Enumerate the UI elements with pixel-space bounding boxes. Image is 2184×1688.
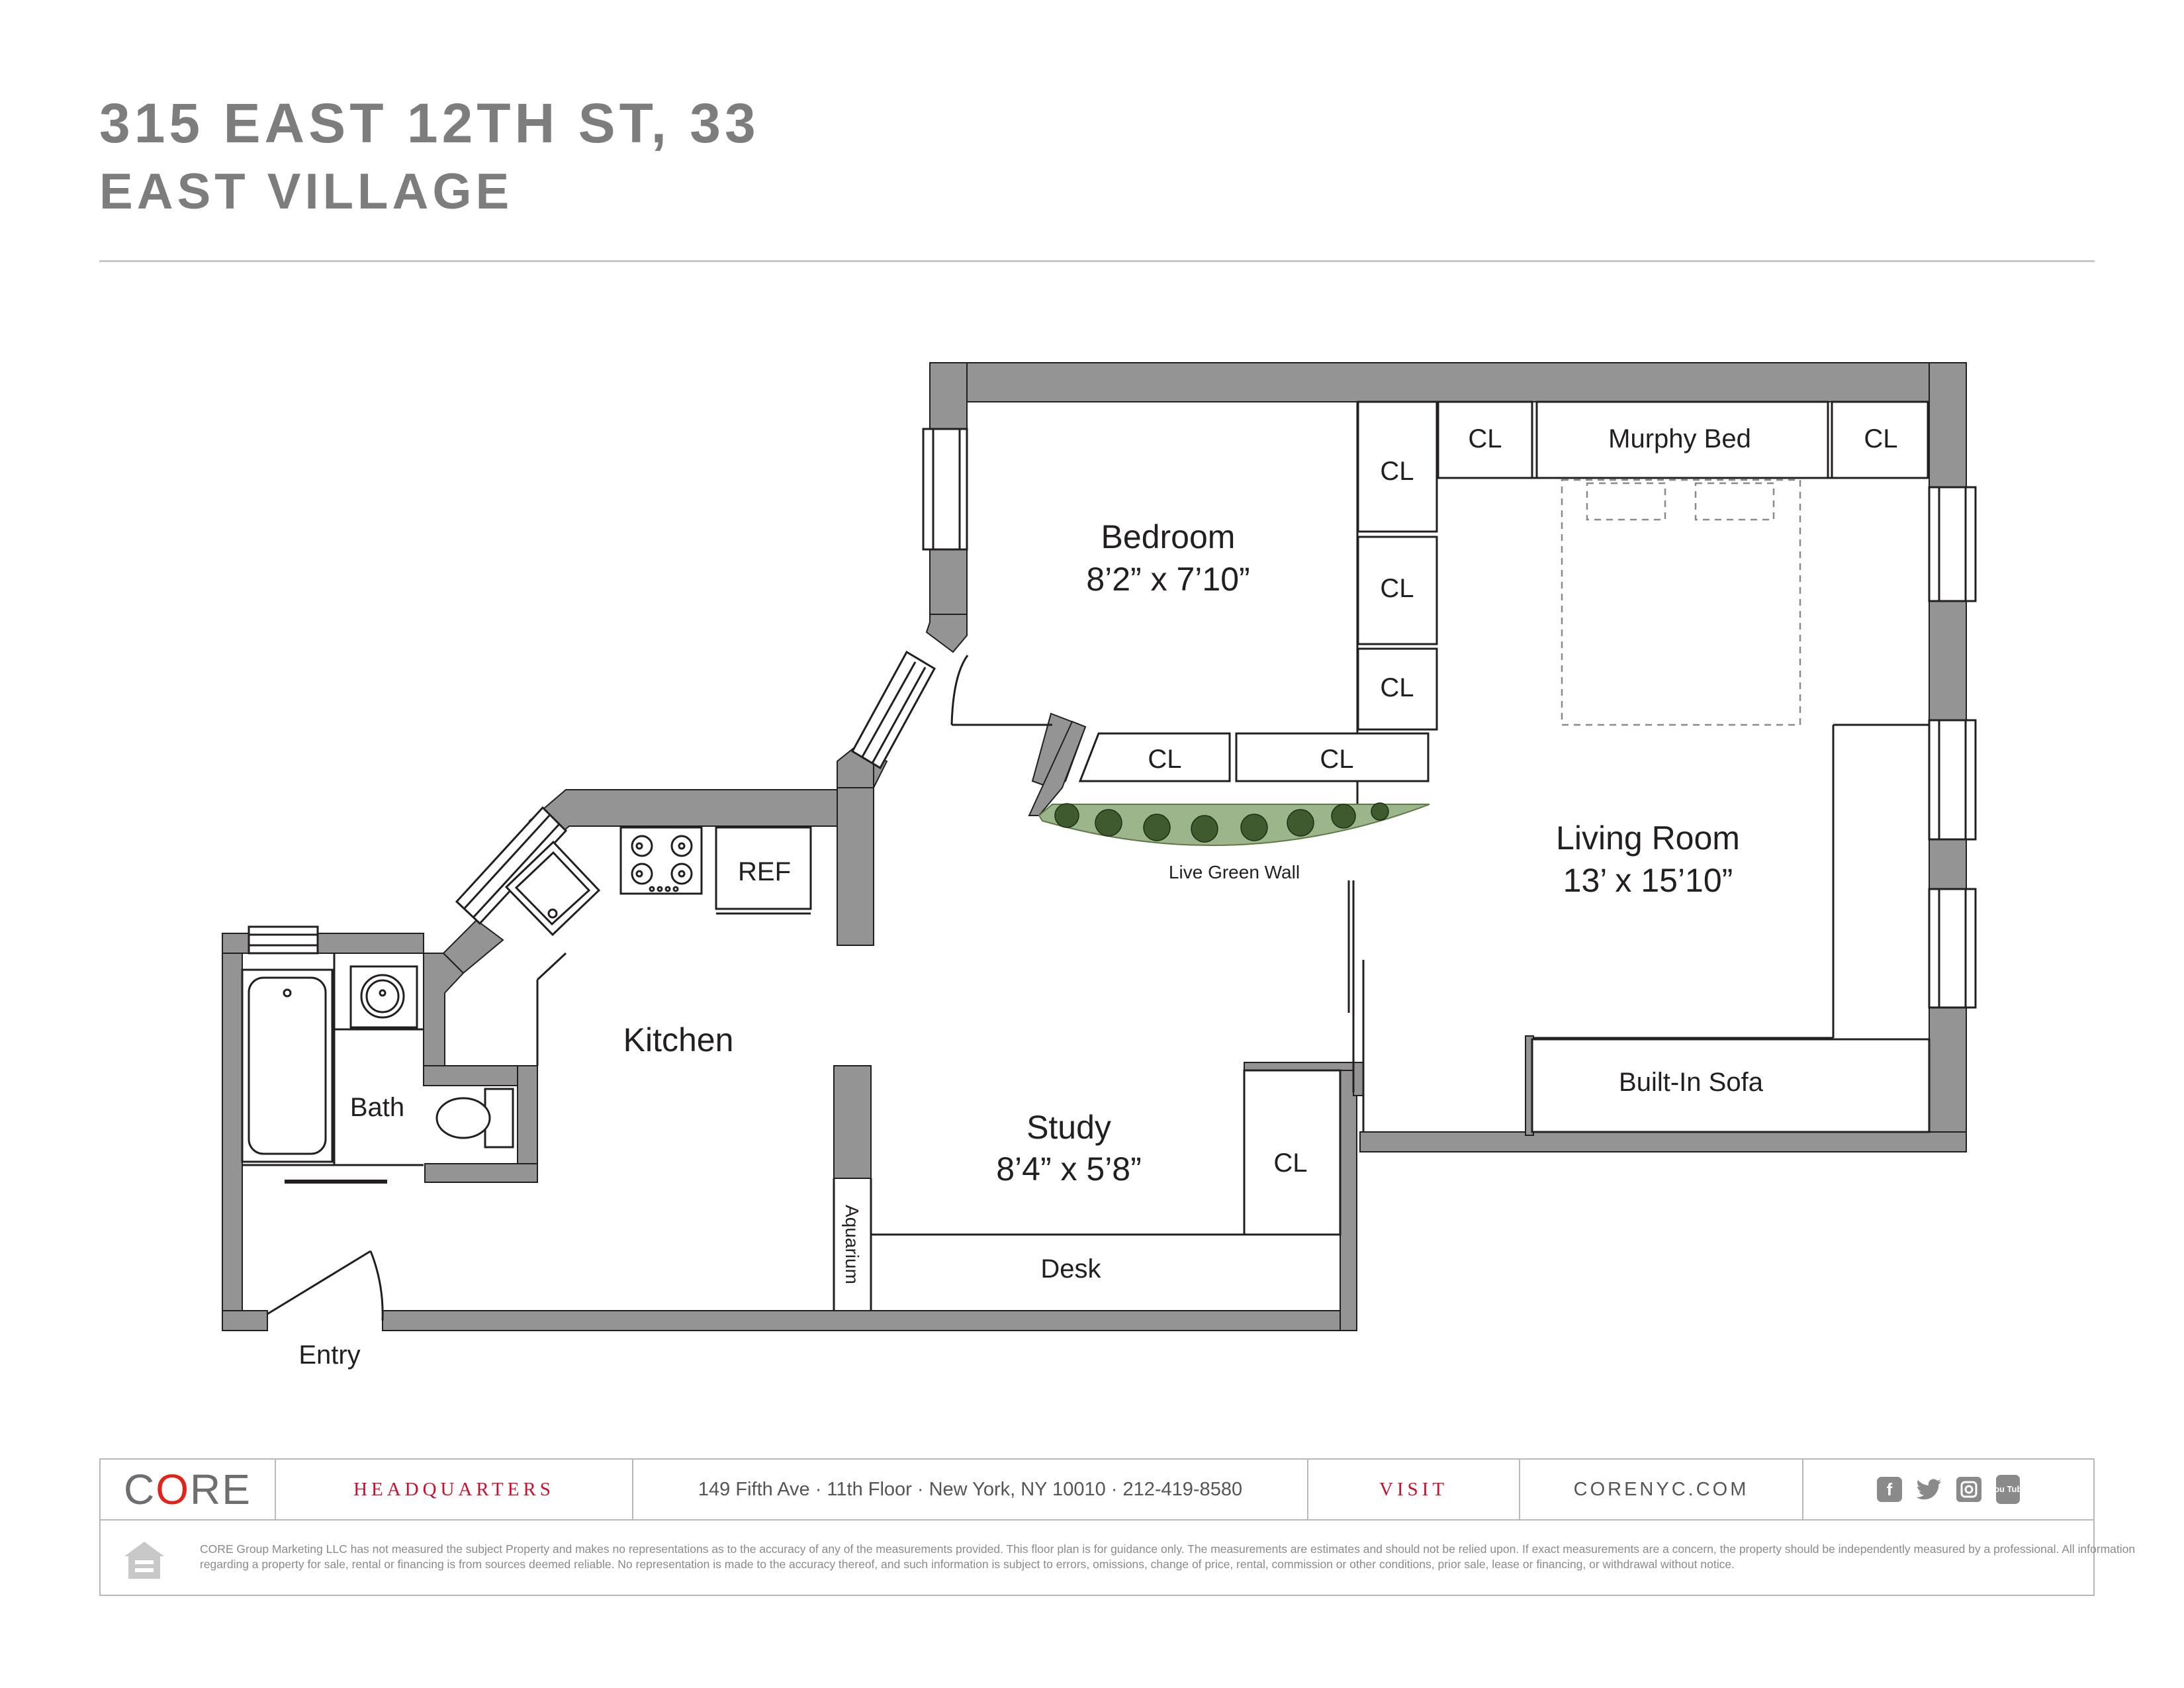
toilet (435, 1088, 514, 1149)
bath-name: Bath (350, 1093, 404, 1122)
murphy-bed-label: Murphy Bed (1608, 424, 1751, 453)
bedroom-dims: 8’2” x 7’10” (1086, 561, 1250, 598)
living-room-dims: 13’ x 15’10” (1563, 862, 1733, 899)
study-dims: 8’4” x 5’8” (996, 1150, 1142, 1188)
neighborhood: EAST VILLAGE (99, 164, 514, 220)
equal-housing-opportunity-icon (124, 1542, 164, 1579)
social-links: f You Tube (1803, 1460, 2093, 1519)
floor-plan: Bedroom 8’2” x 7’10” Living Room 13’ x 1… (222, 362, 1977, 1370)
aquarium-label: Aquarium (842, 1205, 862, 1284)
bath-sink (349, 965, 418, 1029)
instagram-icon[interactable] (1956, 1477, 1981, 1502)
twitter-icon[interactable] (1917, 1477, 1942, 1502)
stove (619, 826, 703, 895)
doors (267, 655, 1350, 1321)
office-address: 149 Fifth Ave · 11th Floor · New York, N… (633, 1460, 1308, 1519)
closet-label: CL (1864, 424, 1897, 453)
bedroom-name: Bedroom (1101, 518, 1236, 555)
living-room-name: Living Room (1556, 820, 1740, 857)
murphy-bed-outline (1561, 479, 1801, 726)
closet-label: CL (1380, 574, 1414, 603)
fixture-labels: CL CL CL CL Murphy Bed CL CL CL REF CL B… (298, 424, 1897, 1370)
closet-label: CL (1148, 745, 1181, 774)
legal-disclaimer: CORE Group Marketing LLC has not measure… (200, 1542, 2136, 1571)
facebook-icon[interactable]: f (1877, 1477, 1902, 1502)
room-labels: Bedroom 8’2” x 7’10” Living Room 13’ x 1… (350, 518, 1740, 1188)
walls (222, 362, 1967, 1331)
logo-re: RE (190, 1466, 251, 1513)
logo-o: O (156, 1466, 191, 1513)
visit-link[interactable]: VISIT (1308, 1460, 1520, 1519)
live-green-wall-label: Live Green Wall (1169, 862, 1300, 882)
header-divider (99, 260, 2095, 262)
kitchen-name: Kitchen (623, 1021, 734, 1058)
windows (248, 428, 1977, 1009)
listing-address: 315 EAST 12TH ST, 33 (99, 92, 760, 154)
headquarters-label: HEADQUARTERS (276, 1460, 633, 1519)
website-link[interactable]: CORENYC.COM (1520, 1460, 1803, 1519)
closet-label: CL (1380, 457, 1414, 486)
built-in-sofa-label: Built-In Sofa (1619, 1068, 1764, 1097)
closet-label: CL (1273, 1149, 1307, 1178)
closet-label: CL (1468, 424, 1502, 453)
youtube-icon[interactable]: You Tube (1989, 1475, 2027, 1504)
closets (715, 400, 1931, 1236)
refrigerator (716, 908, 811, 915)
desk-label: Desk (1040, 1254, 1101, 1284)
bathtub (241, 968, 334, 1163)
entry-label: Entry (298, 1340, 360, 1370)
kitchen-sink (504, 840, 601, 937)
closet-label: CL (1320, 745, 1353, 774)
logo-c: C (124, 1466, 156, 1513)
ref-label: REF (738, 857, 791, 886)
closet-label: CL (1380, 673, 1414, 702)
study-name: Study (1026, 1109, 1111, 1146)
live-green-wall (1038, 802, 1430, 847)
